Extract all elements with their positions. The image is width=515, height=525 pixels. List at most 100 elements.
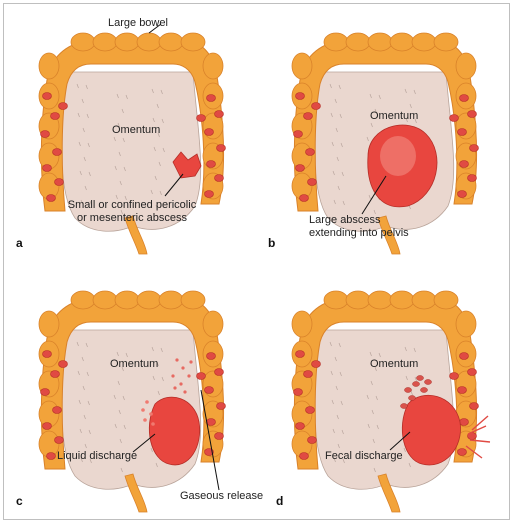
lymph-node — [197, 115, 206, 122]
fecal-discharge-label: Fecal discharge — [325, 450, 403, 463]
lymph-node — [217, 145, 226, 152]
lymph-node — [460, 353, 469, 360]
haustra — [292, 53, 312, 79]
lymph-node — [460, 419, 469, 426]
lymph-node — [300, 195, 309, 202]
haustra — [324, 291, 348, 309]
lymph-node — [205, 387, 214, 394]
lymph-node — [59, 361, 68, 368]
lymph-node — [470, 403, 479, 410]
lymph-node — [450, 373, 459, 380]
colon-illustration — [5, 264, 255, 519]
abscess-label: Large abscess extending into pelvis — [309, 214, 409, 240]
lymph-node — [312, 103, 321, 110]
lymph-node — [207, 95, 216, 102]
lymph-node — [47, 453, 56, 460]
haustra — [93, 291, 117, 309]
lymph-node — [458, 387, 467, 394]
omentum-label: Omentum — [110, 358, 158, 371]
lymph-node — [41, 389, 50, 396]
omentum-label: Omentum — [370, 110, 418, 123]
haustra — [368, 291, 392, 309]
omentum-label: Omentum — [112, 124, 160, 137]
haustra — [412, 33, 436, 51]
lymph-node — [306, 149, 315, 156]
gas-bubble — [173, 386, 176, 389]
lymph-node — [458, 449, 467, 456]
lymph-node — [300, 453, 309, 460]
haustra — [412, 291, 436, 309]
lymph-node — [460, 161, 469, 168]
lymph-node — [215, 111, 224, 118]
abscess-label-line1: Large abscess — [309, 214, 409, 227]
lymph-node — [450, 115, 459, 122]
lymph-node — [215, 369, 224, 376]
haustra — [368, 33, 392, 51]
fecal-particle — [417, 376, 424, 381]
lymph-node — [205, 129, 214, 136]
lymph-node — [53, 407, 62, 414]
lymph-node — [296, 423, 305, 430]
haustra — [390, 291, 414, 309]
lymph-node — [308, 437, 317, 444]
fecal-particle — [413, 382, 420, 387]
liquid-drop — [143, 418, 147, 422]
abscess-highlight — [380, 136, 416, 176]
haustra — [137, 33, 161, 51]
lymph-node — [304, 113, 313, 120]
panel-letter: d — [276, 494, 283, 508]
haustra — [159, 291, 183, 309]
lymph-node — [217, 403, 226, 410]
omentum-label: Omentum — [370, 358, 418, 371]
gas-bubble — [181, 366, 184, 369]
lymph-node — [207, 353, 216, 360]
lymph-node — [59, 103, 68, 110]
gas-bubble — [189, 360, 192, 363]
haustra — [346, 291, 370, 309]
lymph-node — [43, 93, 52, 100]
panel-letter: a — [16, 236, 23, 250]
abscess-label-line1: Small or confined pericolic — [47, 199, 217, 212]
lymph-node — [43, 423, 52, 430]
liquid-discharge-label: Liquid discharge — [57, 450, 137, 463]
haustra — [181, 291, 205, 309]
lymph-node — [296, 165, 305, 172]
haustra — [159, 33, 183, 51]
gas-bubble — [171, 374, 174, 377]
lymph-node — [197, 373, 206, 380]
lymph-node — [215, 175, 224, 182]
abscess — [149, 397, 199, 465]
lymph-node — [306, 407, 315, 414]
lymph-node — [51, 113, 60, 120]
lymph-node — [460, 95, 469, 102]
lymph-node — [468, 111, 477, 118]
fecal-particle — [405, 388, 412, 393]
haustra — [71, 291, 95, 309]
lymph-node — [51, 371, 60, 378]
fecal-particle — [421, 388, 428, 393]
haustra — [434, 291, 458, 309]
haustra — [292, 311, 312, 337]
gas-bubble — [179, 382, 182, 385]
liquid-drop — [149, 412, 153, 416]
haustra — [93, 33, 117, 51]
haustra — [39, 53, 59, 79]
panel-letter: c — [16, 494, 23, 508]
haustra — [203, 311, 223, 337]
lymph-node — [294, 389, 303, 396]
lymph-node — [308, 179, 317, 186]
lymph-node — [458, 191, 467, 198]
fecal-particle — [409, 396, 416, 401]
lymph-node — [43, 351, 52, 358]
large-bowel-label: Large bowel — [108, 17, 168, 30]
haustra — [71, 33, 95, 51]
panel-d: Omentum Fecal discharge d — [258, 264, 508, 519]
haustra — [115, 33, 139, 51]
gas-bubble — [183, 390, 186, 393]
lymph-node — [53, 149, 62, 156]
abscess-label-line2: extending into pelvis — [309, 227, 409, 240]
lymph-node — [468, 369, 477, 376]
lymph-node — [215, 433, 224, 440]
panel-letter: b — [268, 236, 275, 250]
haustra — [115, 291, 139, 309]
